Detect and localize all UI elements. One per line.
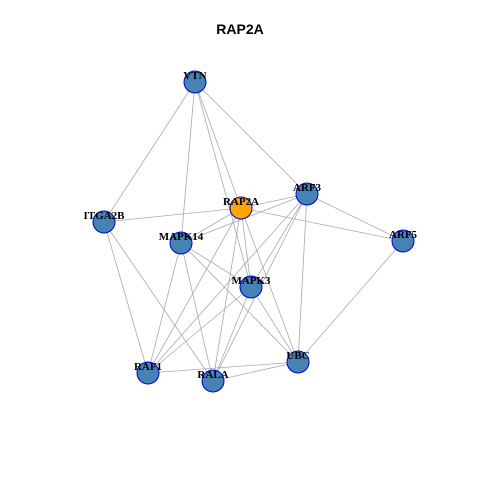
node-raf1[interactable] — [136, 361, 160, 385]
graph-title: RAP2A — [216, 21, 264, 37]
edge-rap2a-arf5 — [240, 207, 404, 242]
edge-mapk14-raf1 — [147, 242, 182, 374]
edge-arf3-raf1 — [147, 193, 308, 374]
node-label-arf5: ARF5 — [389, 229, 418, 241]
edge-rap2a-mapk3 — [240, 207, 252, 288]
node-vtn[interactable] — [183, 70, 207, 94]
node-arf3[interactable] — [295, 182, 319, 206]
edge-arf3-ubc — [297, 193, 308, 363]
node-label-itga2b: ITGA2B — [84, 210, 126, 222]
edge-rap2a-rala — [212, 207, 242, 382]
edge-rap2a-raf1 — [147, 207, 242, 374]
node-mapk3[interactable] — [239, 275, 263, 299]
edge-vtn-mapk3 — [194, 81, 252, 288]
edge-mapk14-mapk3 — [180, 242, 252, 288]
node-label-rala: RALA — [197, 369, 228, 381]
node-layer — [92, 70, 415, 393]
edge-mapk3-raf1 — [147, 286, 252, 374]
edge-vtn-rap2a — [194, 81, 242, 209]
node-itga2b[interactable] — [92, 210, 116, 234]
edge-ubc-raf1 — [147, 361, 299, 374]
edge-itga2b-rala — [103, 221, 214, 382]
node-label-vtn: VTN — [183, 70, 206, 82]
node-rala[interactable] — [201, 369, 225, 393]
node-label-rap2a: RAP2A — [223, 196, 259, 208]
edge-vtn-arf3 — [194, 81, 308, 195]
edge-vtn-mapk14 — [180, 81, 196, 244]
edge-mapk14-ubc — [180, 242, 299, 363]
edge-layer — [103, 81, 404, 382]
edge-itga2b-raf1 — [103, 221, 149, 374]
edge-rap2a-mapk14 — [180, 207, 242, 244]
node-mapk14[interactable] — [169, 231, 193, 255]
node-label-ubc: UBC — [286, 350, 309, 362]
edge-rap2a-ubc — [240, 207, 299, 363]
edge-arf3-arf5 — [306, 193, 404, 242]
node-label-mapk14: MAPK14 — [159, 231, 204, 243]
edge-mapk14-rala — [180, 242, 214, 382]
node-label-mapk3: MAPK3 — [231, 275, 271, 287]
node-ubc[interactable] — [286, 350, 310, 374]
node-arf5[interactable] — [391, 229, 415, 253]
edge-ubc-rala — [212, 361, 299, 382]
edge-arf5-ubc — [297, 240, 404, 363]
edge-mapk3-ubc — [250, 286, 299, 363]
node-rap2a[interactable] — [229, 196, 253, 220]
edge-arf3-mapk3 — [250, 193, 308, 288]
edge-vtn-itga2b — [103, 81, 196, 223]
edge-mapk3-rala — [212, 286, 252, 382]
node-label-arf3: ARF3 — [293, 182, 322, 194]
edge-rap2a-itga2b — [103, 207, 242, 223]
node-label-raf1: RAF1 — [134, 361, 162, 373]
